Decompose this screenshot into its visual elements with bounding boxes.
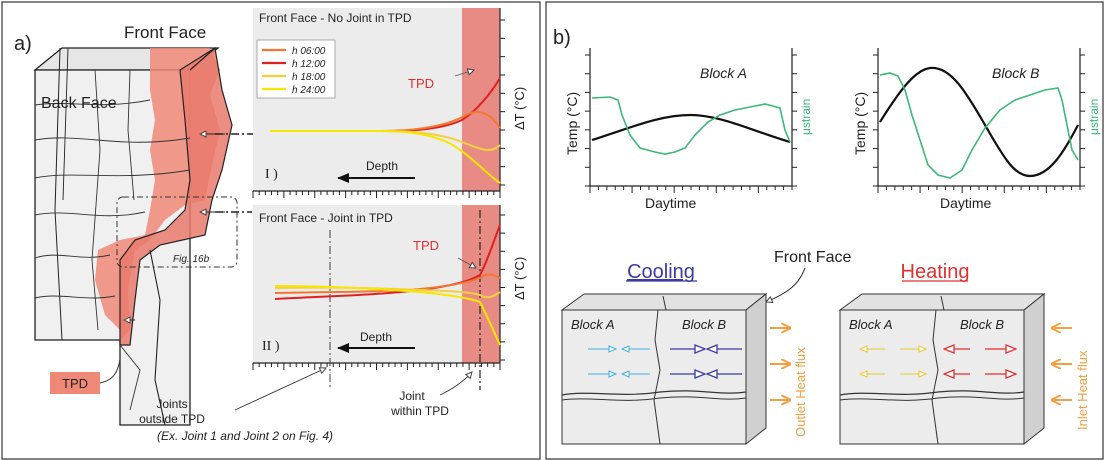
fig16b-label: Fig. 16b bbox=[173, 254, 210, 265]
tpd-box bbox=[50, 372, 100, 394]
back-face-label: Back Face bbox=[41, 95, 117, 112]
chart-block-a: Block A Temp (°C) μstrain Daytime bbox=[564, 48, 813, 211]
plot1-tpd: TPD bbox=[408, 76, 434, 91]
heating-block bbox=[838, 292, 1046, 446]
chartA-ylabel-right: μstrain bbox=[799, 99, 813, 135]
joint-within-pointer bbox=[439, 372, 472, 396]
cooling-block-a: Block A bbox=[571, 317, 615, 332]
plot-1: Front Face - No Joint in TPD I ) Depth T… bbox=[252, 8, 527, 198]
heating-block-b: Block B bbox=[960, 317, 1004, 332]
plot2-ylabel: ΔT (°C) bbox=[512, 257, 527, 300]
chartA-title: Block A bbox=[700, 65, 747, 81]
plot1-depth: Depth bbox=[366, 159, 398, 173]
front-face-pointer bbox=[766, 267, 806, 302]
plot2-title: Front Face - Joint in TPD bbox=[259, 211, 393, 225]
plot1-roman: I ) bbox=[265, 167, 278, 182]
plot1-tpd-pointer bbox=[454, 70, 474, 77]
legend-label: h 18:00 bbox=[292, 72, 326, 83]
front-face-title: Front Face bbox=[124, 23, 206, 42]
joints-outside-pointer bbox=[234, 368, 326, 411]
plot2-tpd-pointer bbox=[457, 257, 476, 268]
chart-block-b: Block B Temp (°C) μstrain Daytime bbox=[852, 48, 1101, 211]
panel-b-label: b) bbox=[553, 27, 571, 49]
tpd-box-label: TPD bbox=[62, 376, 88, 391]
chartA-ylabel-left: Temp (°C) bbox=[564, 92, 580, 155]
chartB-temp-line bbox=[879, 66, 1079, 178]
curve2-h06 bbox=[274, 273, 501, 294]
legend-label: h 24:00 bbox=[292, 85, 326, 96]
heating-arrows bbox=[860, 328, 1072, 400]
heating-flux-label: Inlet Heat flux bbox=[1075, 350, 1090, 430]
fig16b-box bbox=[116, 196, 238, 268]
chartA-temp-line bbox=[591, 113, 791, 144]
cooling-block-b: Block B bbox=[682, 317, 726, 332]
joint-within-1: Joint bbox=[399, 389, 425, 403]
legend-label: h 12:00 bbox=[292, 59, 326, 70]
chartB-strain-line bbox=[879, 72, 1079, 179]
chartA-strain-line bbox=[591, 96, 791, 155]
legend-label: h 06:00 bbox=[292, 46, 326, 57]
joints-outside-2: outside TPD bbox=[139, 412, 205, 426]
plot2-roman: II ) bbox=[262, 339, 280, 354]
plot1-ylabel: ΔT (°C) bbox=[512, 87, 527, 130]
chartB-xlabel: Daytime bbox=[940, 195, 992, 211]
chartB-ylabel-right: μstrain bbox=[1087, 99, 1101, 135]
cooling-flux-label: Outlet Heat flux bbox=[793, 347, 808, 437]
curve2-h24 bbox=[274, 285, 501, 346]
panel-b-front-face: Front Face bbox=[774, 249, 851, 266]
plot2-tpd: TPD bbox=[413, 238, 439, 253]
cooling-arrows bbox=[588, 328, 790, 400]
chartA-xlabel: Daytime bbox=[645, 195, 697, 211]
heating-title: Heating bbox=[901, 261, 970, 283]
plot-2: Front Face - Joint in TPD II ) Depth TPD… bbox=[252, 205, 527, 390]
chartB-title: Block B bbox=[992, 65, 1039, 81]
heating-block-a: Block A bbox=[849, 317, 893, 332]
plot1-title: Front Face - No Joint in TPD bbox=[259, 11, 412, 25]
chartB-ylabel-left: Temp (°C) bbox=[852, 92, 868, 155]
joint-within-2: within TPD bbox=[390, 404, 449, 418]
panel-a-label: a) bbox=[14, 33, 32, 55]
curve1-h06 bbox=[270, 110, 501, 132]
joints-outside-1: Joints bbox=[156, 397, 187, 411]
plot2-depth: Depth bbox=[360, 330, 392, 344]
cooling-title: Cooling bbox=[627, 261, 695, 283]
curve1-h24 bbox=[270, 130, 501, 184]
tpd-box-leader bbox=[99, 359, 121, 384]
joints-outside-3: (Ex. Joint 1 and Joint 2 on Fig. 4) bbox=[157, 429, 333, 443]
